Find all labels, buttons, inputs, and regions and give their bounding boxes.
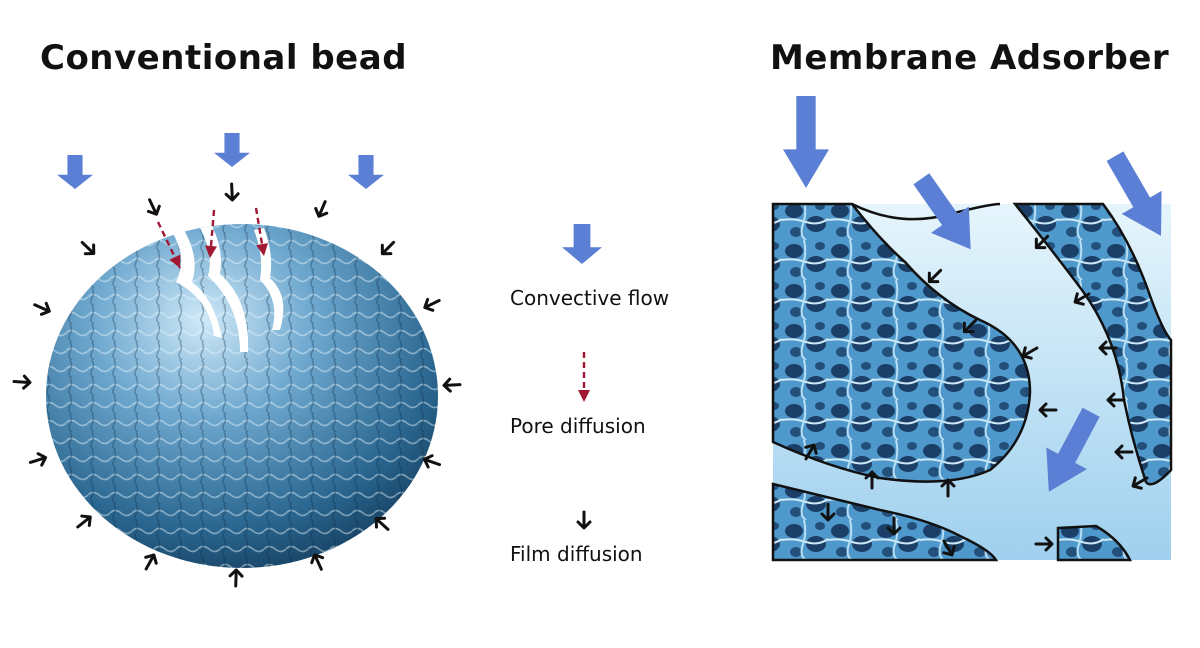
film-diffusion-arrow — [224, 182, 240, 202]
film-diffusion-arrow — [1106, 392, 1126, 408]
film-diffusion-arrow — [76, 514, 92, 529]
film-diffusion-arrow — [1034, 536, 1054, 552]
film-diffusion-arrow — [33, 301, 51, 316]
convective-flow-arrow — [1046, 407, 1100, 492]
film-diffusion-arrow — [422, 454, 442, 469]
film-diffusion-arrow — [1038, 402, 1058, 418]
film-diffusion-arrow — [314, 200, 329, 218]
pore-channel — [200, 226, 249, 352]
film-diffusion-arrow — [374, 516, 390, 531]
film-diffusion-arrow — [1034, 234, 1050, 250]
pore-channel — [172, 230, 222, 338]
film-diffusion-arrow — [1098, 340, 1118, 356]
legend-film-diffusion-label: Film diffusion — [510, 542, 643, 566]
legend-symbols — [562, 224, 602, 530]
film-diffusion-arrow — [144, 553, 158, 571]
convective-flow-arrow — [783, 96, 829, 188]
film-diffusion-arrow — [228, 568, 244, 588]
membrane-film-diffusion-arrows — [804, 234, 1149, 557]
convective-flow-arrow — [57, 155, 93, 189]
pore-diffusion-arrow — [156, 221, 182, 269]
film-diffusion-arrow — [1131, 476, 1149, 490]
film-diffusion-arrow — [1021, 346, 1039, 360]
convective-flow-arrows — [57, 133, 384, 189]
film-diffusion-arrows — [12, 182, 462, 588]
film-diffusion-arrow — [146, 198, 161, 216]
membrane-convective-flow-arrows — [783, 96, 1162, 492]
convective-flow-arrow — [348, 155, 384, 189]
film-diffusion-arrow — [423, 297, 441, 312]
legend-convective-flow-icon — [562, 224, 602, 264]
convective-flow-arrow — [1106, 151, 1162, 236]
film-diffusion-arrow — [28, 452, 48, 467]
film-diffusion-arrow — [80, 240, 96, 256]
film-diffusion-arrow — [804, 443, 818, 461]
membrane-fiber-region — [1056, 524, 1133, 562]
title-membrane-adsorber: Membrane Adsorber — [770, 38, 1170, 78]
film-diffusion-arrow — [940, 478, 956, 498]
pore-diffusion-arrow — [254, 207, 268, 257]
legend-pore-diffusion-label: Pore diffusion — [510, 414, 646, 438]
convective-flow-arrow — [214, 133, 250, 167]
film-diffusion-arrow — [886, 516, 902, 536]
film-diffusion-arrow — [927, 268, 943, 284]
film-diffusion-arrow — [310, 553, 325, 571]
film-diffusion-arrow — [962, 318, 978, 334]
film-diffusion-arrow — [380, 240, 396, 256]
film-diffusion-arrow — [1073, 292, 1091, 306]
legend-film-diffusion-icon — [576, 510, 592, 530]
convective-flow-arrow — [913, 173, 971, 250]
legend-convective-flow-label: Convective flow — [510, 286, 670, 310]
pore-channel — [254, 228, 284, 330]
pore-diffusion-arrow — [205, 209, 217, 259]
film-diffusion-arrow — [820, 502, 836, 522]
film-diffusion-arrow — [942, 539, 956, 557]
film-diffusion-arrow — [864, 470, 880, 490]
membrane-fiber-region — [1012, 202, 1173, 486]
film-diffusion-arrow — [12, 374, 32, 390]
film-diffusion-arrow — [1114, 444, 1134, 460]
bead-sphere — [46, 224, 438, 568]
pore-diffusion-arrows — [156, 207, 268, 269]
film-diffusion-arrow — [442, 377, 462, 393]
title-conventional-bead: Conventional bead — [40, 38, 408, 78]
legend-pore-diffusion-icon — [578, 352, 590, 402]
membrane-panel — [771, 202, 1173, 562]
